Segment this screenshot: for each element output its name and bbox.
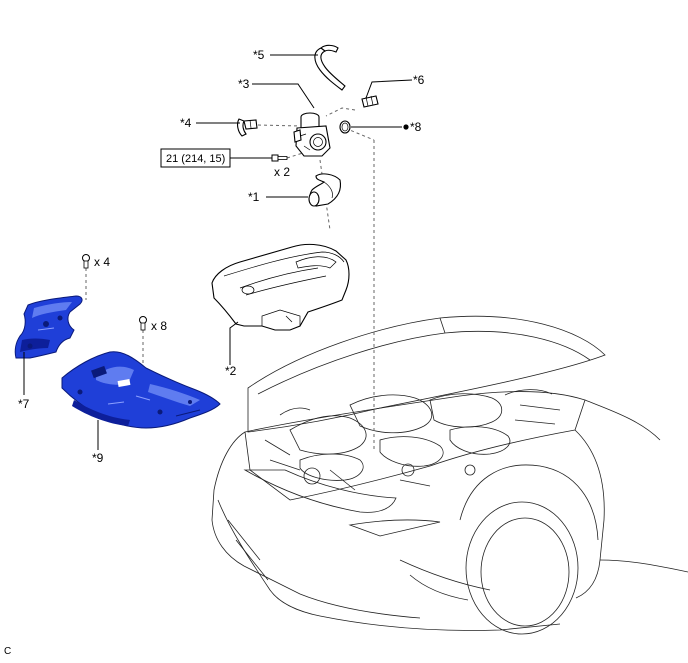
undercover-clip-9 xyxy=(139,316,147,331)
part-5-ventilation-hose xyxy=(314,44,346,91)
callout-3: *3 xyxy=(238,77,250,91)
bolt-quantity: x 2 xyxy=(274,165,290,179)
part-9-engine-undercover xyxy=(61,351,221,429)
part-7-side-undercover xyxy=(14,295,83,359)
undercover-clip-7 xyxy=(82,254,90,269)
part-6-hose xyxy=(361,79,413,108)
callout-1: *1 xyxy=(248,190,260,204)
part-4-hose xyxy=(237,118,258,137)
part-2-engine-cover xyxy=(211,243,350,331)
clip-quantity-9: x 8 xyxy=(151,319,167,333)
throttle-body-bolt xyxy=(271,154,288,162)
callout-leaders xyxy=(23,54,318,450)
part-8-replace-marker xyxy=(403,124,409,130)
assembly-leader-lines xyxy=(85,107,375,452)
torque-spec-box xyxy=(160,148,231,168)
callout-8: *8 xyxy=(410,120,422,134)
part-8-gasket xyxy=(339,120,351,134)
torque-spec: 21 (214, 15) xyxy=(166,153,225,165)
part-1-air-intake-hose xyxy=(308,173,342,207)
part-3-throttle-body xyxy=(293,112,331,157)
figure-code: C xyxy=(4,646,11,657)
callout-4: *4 xyxy=(180,116,192,130)
clip-quantity-7: x 4 xyxy=(94,255,110,269)
callout-7: *7 xyxy=(18,397,30,411)
vehicle-front-illustration xyxy=(211,315,688,635)
callout-9: *9 xyxy=(92,451,104,465)
callout-6: *6 xyxy=(413,73,425,87)
callout-2: *2 xyxy=(225,364,237,378)
callout-5: *5 xyxy=(253,48,265,62)
